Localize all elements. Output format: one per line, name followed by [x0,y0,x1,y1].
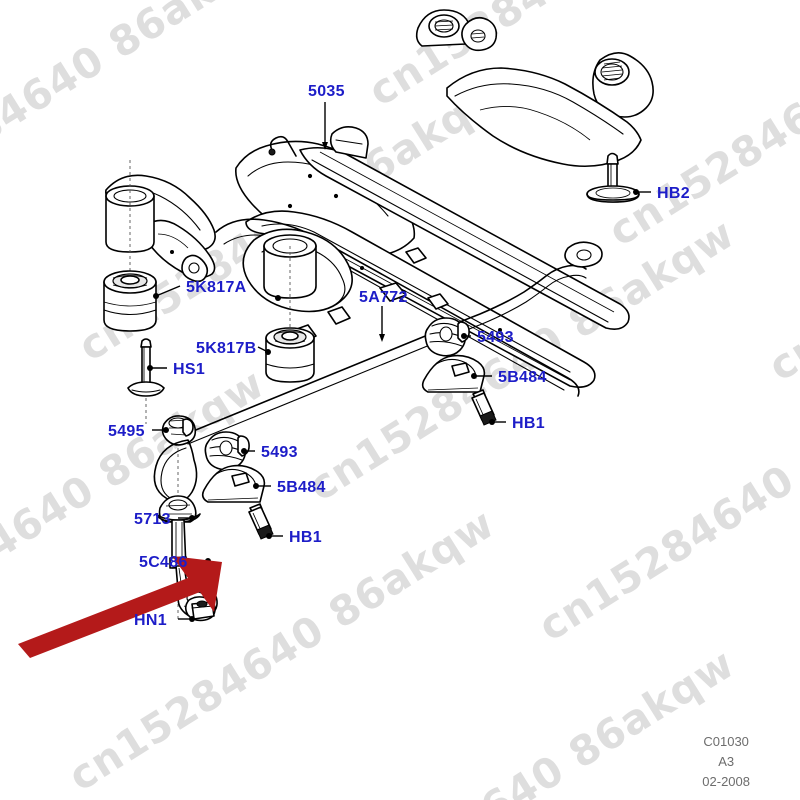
callout-5K817A[interactable]: 5K817A [186,279,247,296]
subframe-assembly [105,9,654,397]
callout-5C486[interactable]: 5C486 [139,554,188,571]
callout-HN1[interactable]: HN1 [134,612,167,629]
part-5713-upper-bushing [155,495,201,523]
part-HB1-bolt-left [248,503,274,540]
highlight-arrow [18,556,222,658]
callout-5B484-left[interactable]: 5B484 [277,479,326,496]
part-5K817A-bushing [103,270,157,332]
callout-5B484-right[interactable]: 5B484 [498,369,547,386]
sheet-date: 02-2008 [702,774,750,789]
part-5B484-bracket-left [201,464,266,503]
part-5K817B-bushing [265,327,315,383]
callout-HS1[interactable]: HS1 [173,361,206,378]
sheet-code: C01030 [703,734,749,749]
callout-HB1-left[interactable]: HB1 [289,529,322,546]
part-HB2-flange-bolt [586,152,640,203]
part-5493-bushing-left [204,431,250,471]
callout-5713[interactable]: 5713 [134,511,171,528]
part-5495-link-bushing [161,415,197,446]
sheet-footer: C01030 A3 02-2008 [702,732,750,792]
callout-5K817B[interactable]: 5K817B [196,340,257,357]
callout-5493-right[interactable]: 5493 [477,329,514,346]
callout-5035[interactable]: 5035 [308,83,345,100]
callout-5A772[interactable]: 5A772 [359,289,408,306]
callout-5493-left[interactable]: 5493 [261,444,298,461]
callout-HB2[interactable]: HB2 [657,185,690,202]
callout-HB1-right[interactable]: HB1 [512,415,545,432]
part-5B484-bracket-right [421,354,486,393]
callout-5495[interactable]: 5495 [108,423,145,440]
sheet-size: A3 [718,754,735,769]
